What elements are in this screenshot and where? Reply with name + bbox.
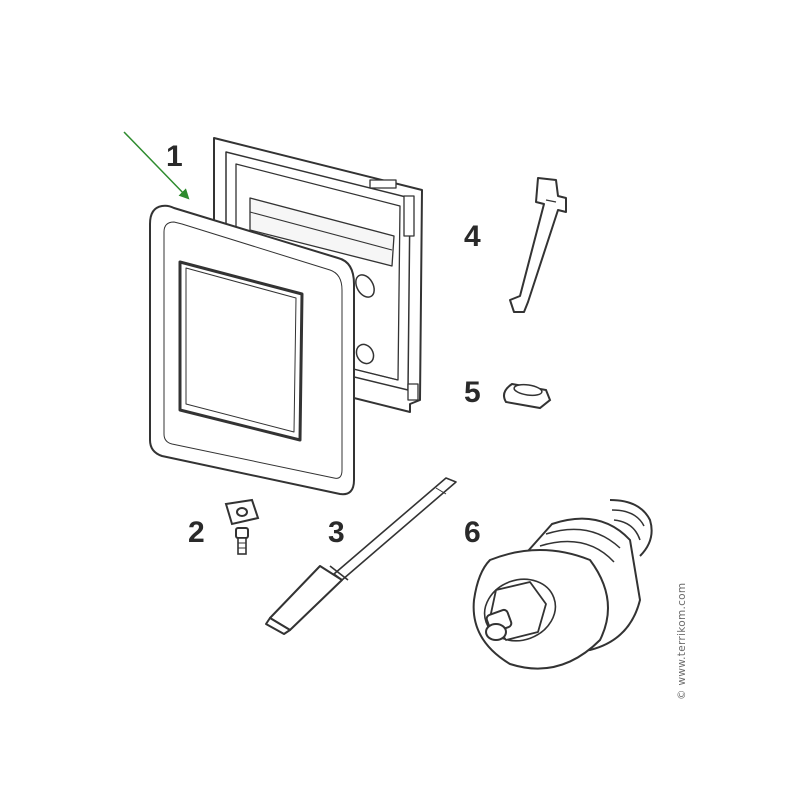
cover-plate	[149, 204, 355, 496]
nut-and-screw	[224, 498, 260, 555]
callout-4: 4	[464, 220, 481, 253]
callout-1: 1	[166, 140, 183, 173]
callout-6: 6	[464, 516, 481, 549]
actuator-rod	[265, 477, 457, 635]
sleeve	[503, 382, 552, 410]
callout-2: 2	[188, 516, 205, 549]
valve-cartridge	[472, 499, 653, 670]
pointer-arrow	[123, 131, 190, 200]
spring-clip	[509, 177, 567, 313]
callout-3: 3	[328, 516, 345, 549]
callout-5: 5	[464, 376, 481, 409]
copyright-watermark: © www.terrikom.com	[676, 582, 688, 700]
